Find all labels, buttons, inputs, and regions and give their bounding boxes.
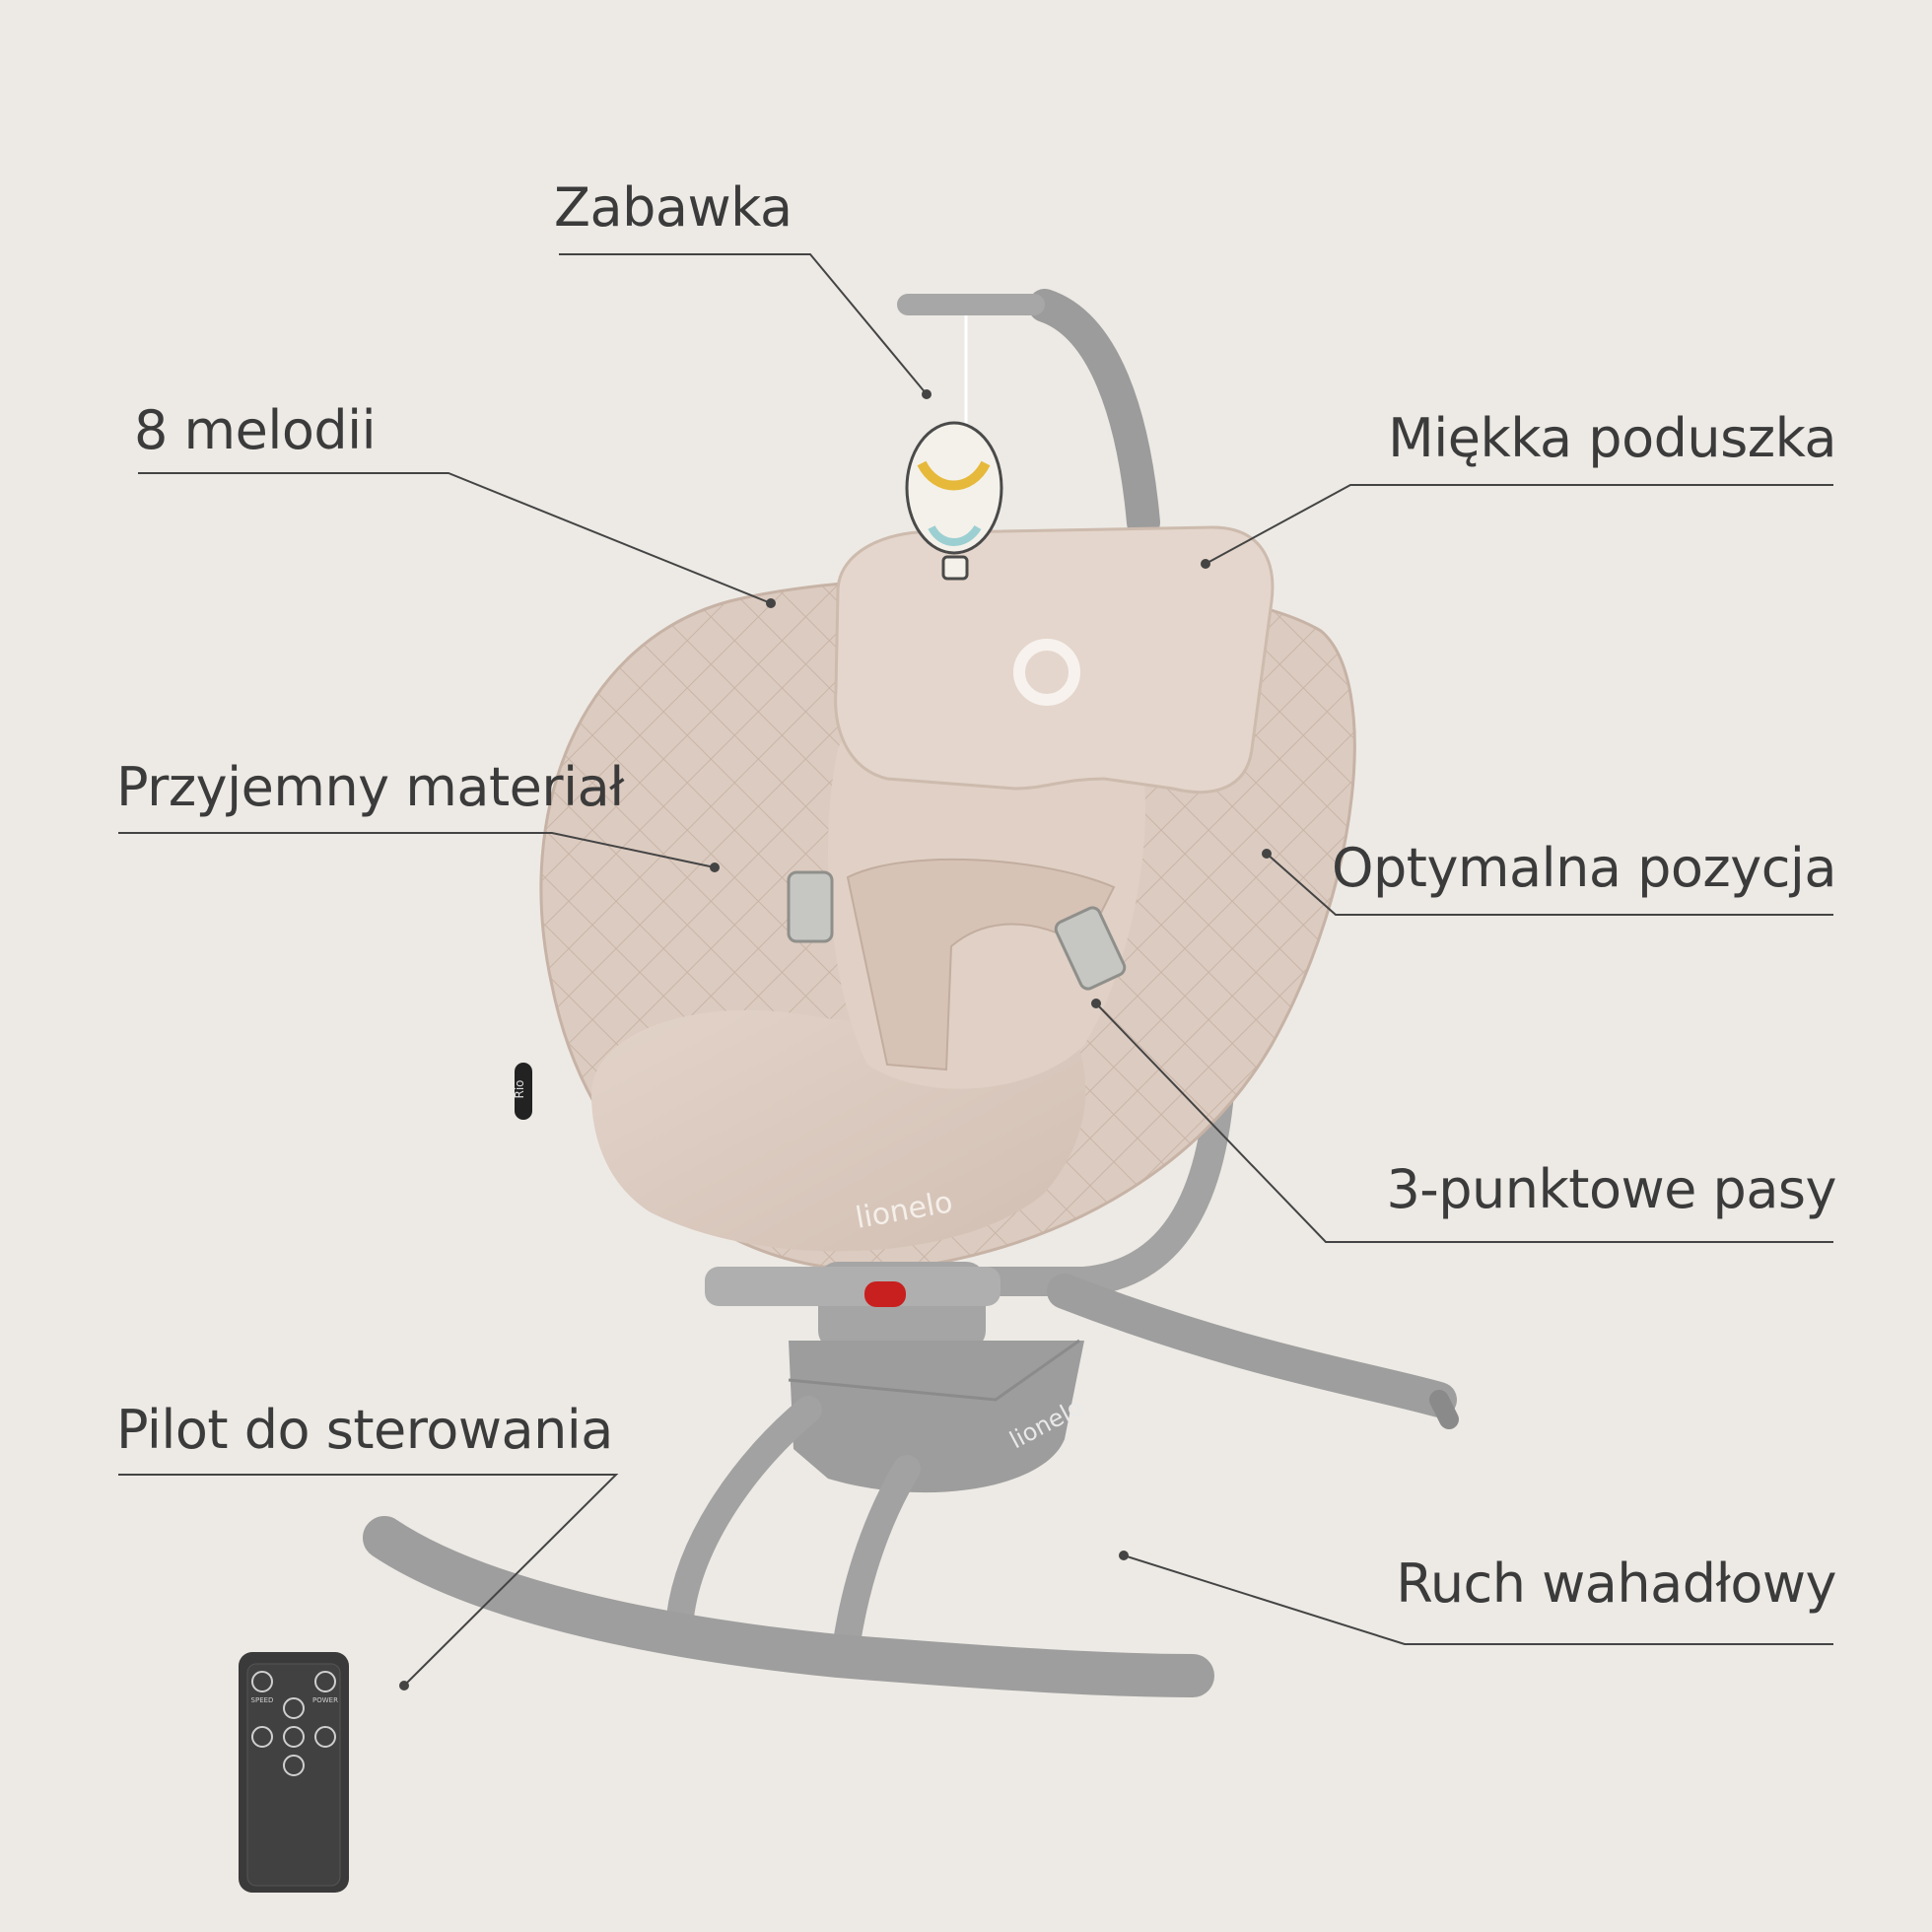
label-material: Przyjemny materiał: [116, 756, 625, 818]
label-pozycja: Optymalna pozycja: [1332, 837, 1837, 899]
label-ruch: Ruch wahadłowy: [1396, 1552, 1836, 1615]
motor-housing: [789, 1341, 1084, 1493]
base-top-plate: [705, 1267, 1000, 1306]
front-leg-left: [666, 1396, 822, 1630]
toy-arm: [1028, 289, 1160, 539]
pillow-logo-icon: [1013, 639, 1080, 706]
label-zabawka: Zabawka: [554, 176, 793, 239]
toy-arm-tray: [897, 294, 1045, 315]
buckle-right: [1054, 906, 1127, 991]
model-tag: Rio: [513, 1079, 526, 1098]
harness-strap: [846, 858, 1116, 1071]
front-leg-right: [834, 1455, 921, 1650]
label-pasy: 3-punktowe pasy: [1386, 1158, 1836, 1220]
leader-lines: [118, 253, 1833, 1690]
rocker-bar: [363, 1516, 1214, 1697]
remote-control: SPEED POWER: [239, 1652, 349, 1893]
label-poduszka: Miękka poduszka: [1388, 407, 1836, 469]
rear-leg: [1047, 1274, 1457, 1417]
remote-power-label: POWER: [312, 1696, 338, 1704]
remote-speed-label: SPEED: [251, 1696, 274, 1704]
label-pilot: Pilot do sterowania: [116, 1399, 613, 1461]
buckle-left: [787, 870, 834, 943]
label-melodie: 8 melodii: [134, 399, 377, 461]
red-button: [864, 1281, 906, 1307]
